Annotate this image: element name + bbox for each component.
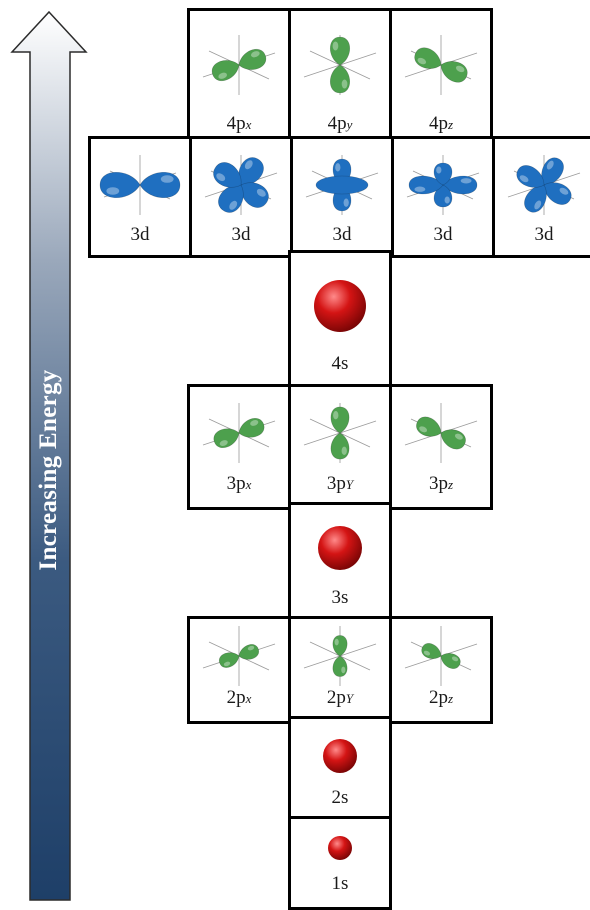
orbital-axis-subscript: x bbox=[245, 691, 252, 706]
orbital-row-2s: 2s bbox=[288, 716, 392, 824]
d-orbital-z2-ring-icon bbox=[305, 155, 379, 215]
s-sphere-icon bbox=[318, 526, 362, 570]
orbital-label: 3d bbox=[433, 224, 453, 245]
orbital-axis-subscript: z bbox=[447, 117, 454, 132]
orbital-box-3s: 3s bbox=[288, 502, 392, 624]
orbital-row-3p: 3px 3pY 3pz bbox=[187, 384, 493, 510]
d-orbital-cloverleaf-diagonal-icon bbox=[507, 155, 581, 215]
p-lobes-diagonal-down-icon bbox=[404, 35, 478, 95]
orbital-box-4s: 4s bbox=[288, 250, 392, 392]
p-lobes-diagonal-icon bbox=[202, 626, 276, 686]
d-orbital-cloverleaf-axial-icon bbox=[406, 155, 480, 215]
orbital-box-3d-3: 3d bbox=[290, 136, 394, 258]
orbital-box-2p-x: 2px bbox=[187, 616, 291, 724]
orbital-label: 3d bbox=[332, 224, 352, 245]
energy-arrow-shape bbox=[10, 10, 88, 901]
orbital-label: 3px bbox=[226, 473, 252, 494]
orbital-axis-subscript: x bbox=[245, 117, 252, 132]
p-lobes-diagonal-down-icon bbox=[404, 403, 478, 463]
orbital-label: 3pY bbox=[326, 473, 354, 494]
orbital-box-2s: 2s bbox=[288, 716, 392, 824]
orbital-axis-subscript: Y bbox=[345, 477, 354, 492]
orbital-label: 4s bbox=[331, 353, 349, 374]
orbital-axis-subscript: z bbox=[447, 477, 454, 492]
orbital-box-3d-4: 3d bbox=[391, 136, 495, 258]
orbital-label: 2s bbox=[331, 787, 349, 808]
orbital-row-1s: 1s bbox=[288, 816, 392, 910]
d-orbital-two-lobe-icon bbox=[99, 155, 181, 215]
orbital-label: 3d bbox=[534, 224, 554, 245]
orbital-label: 3d bbox=[231, 224, 251, 245]
orbital-row-2p: 2px 2pY 2pz bbox=[187, 616, 493, 724]
orbital-box-3p-x: 3px bbox=[187, 384, 291, 510]
p-lobes-vertical-icon bbox=[303, 626, 377, 686]
orbital-row-3d: 3d 3d 3d 3d bbox=[88, 136, 590, 258]
energy-arrow bbox=[10, 10, 88, 901]
s-sphere-icon bbox=[328, 836, 352, 860]
s-sphere-icon bbox=[314, 280, 366, 332]
orbital-label: 2pz bbox=[428, 687, 454, 708]
energy-axis-label: Increasing Energy bbox=[35, 369, 62, 571]
orbital-label: 3d bbox=[130, 224, 150, 245]
orbital-box-3p-y: 3pY bbox=[288, 384, 392, 510]
orbital-row-3s: 3s bbox=[288, 502, 392, 624]
orbital-axis-subscript: z bbox=[447, 691, 454, 706]
orbital-label: 3s bbox=[331, 587, 349, 608]
orbital-row-4p: 4px 4py 4pz bbox=[187, 8, 493, 144]
orbital-box-4p-y: 4py bbox=[288, 8, 392, 144]
orbital-label: 3pz bbox=[428, 473, 454, 494]
orbital-axis-subscript: Y bbox=[345, 691, 354, 706]
orbital-box-3d-5: 3d bbox=[492, 136, 590, 258]
orbital-label: 4pz bbox=[428, 113, 454, 134]
orbital-label: 1s bbox=[331, 873, 349, 894]
p-lobes-vertical-icon bbox=[303, 403, 377, 463]
orbital-box-3d-1: 3d bbox=[88, 136, 192, 258]
orbital-label: 2px bbox=[226, 687, 252, 708]
orbital-box-3d-2: 3d bbox=[189, 136, 293, 258]
orbital-box-3p-z: 3pz bbox=[389, 384, 493, 510]
p-lobes-diagonal-down-icon bbox=[404, 626, 478, 686]
p-lobes-diagonal-icon bbox=[202, 403, 276, 463]
s-sphere-icon bbox=[323, 739, 357, 773]
p-lobes-diagonal-icon bbox=[202, 35, 276, 95]
orbital-row-4s: 4s bbox=[288, 250, 392, 392]
orbital-box-2p-z: 2pz bbox=[389, 616, 493, 724]
orbital-box-1s: 1s bbox=[288, 816, 392, 910]
orbital-box-4p-z: 4pz bbox=[389, 8, 493, 144]
orbital-label: 4py bbox=[327, 113, 353, 134]
orbital-axis-subscript: x bbox=[245, 477, 252, 492]
orbital-box-2p-y: 2pY bbox=[288, 616, 392, 724]
orbital-label: 2pY bbox=[326, 687, 354, 708]
orbital-axis-subscript: y bbox=[346, 117, 353, 132]
orbital-box-4p-x: 4px bbox=[187, 8, 291, 144]
d-orbital-cloverleaf-icon bbox=[204, 155, 278, 215]
p-lobes-vertical-icon bbox=[303, 35, 377, 95]
orbital-label: 4px bbox=[226, 113, 252, 134]
